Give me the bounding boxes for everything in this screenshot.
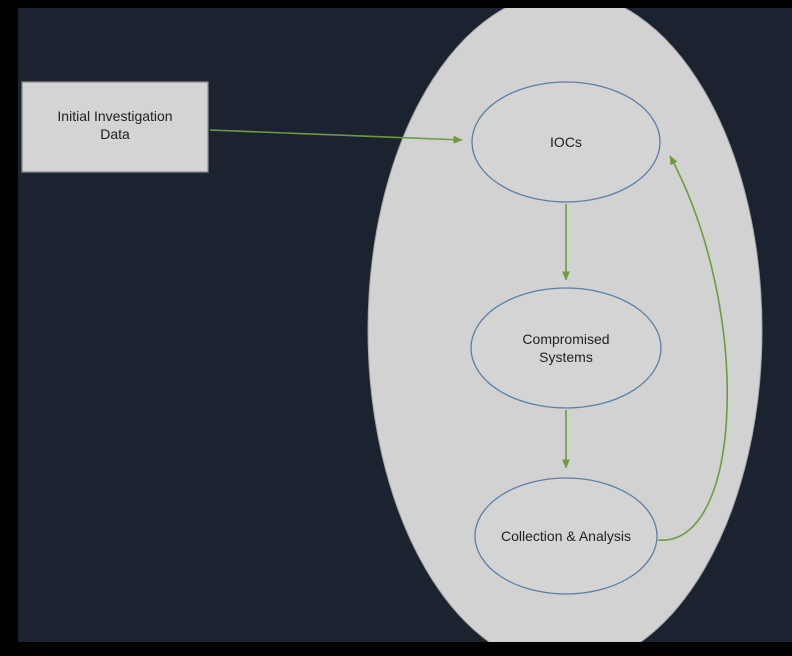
node-initial-investigation-data: Initial Investigation Data	[21, 81, 209, 173]
diagram-svg: Initial Investigation Data IOCs Compromi…	[21, 8, 763, 642]
collection-analysis-ellipse	[474, 477, 658, 595]
diagram-canvas: Initial Investigation Data IOCs Compromi…	[18, 8, 792, 642]
node-iocs: IOCs	[471, 81, 661, 203]
compromised-systems-label-line1: Compromised	[522, 331, 609, 347]
node-collection-analysis: Collection & Analysis	[474, 477, 658, 595]
iocs-label: IOCs	[550, 134, 582, 150]
initial-data-box	[21, 81, 209, 173]
node-compromised-systems: Compromised Systems	[470, 287, 662, 409]
initial-data-label-line1: Initial Investigation	[57, 108, 172, 124]
iocs-ellipse	[471, 81, 661, 203]
compromised-systems-label-line2: Systems	[539, 349, 593, 365]
compromised-systems-ellipse	[470, 287, 662, 409]
edge-initial-data-to-iocs	[209, 129, 463, 144]
edge-collection-to-iocs-feedback	[657, 155, 729, 541]
initial-data-label-line2: Data	[100, 126, 130, 142]
collection-analysis-label: Collection & Analysis	[501, 528, 631, 544]
